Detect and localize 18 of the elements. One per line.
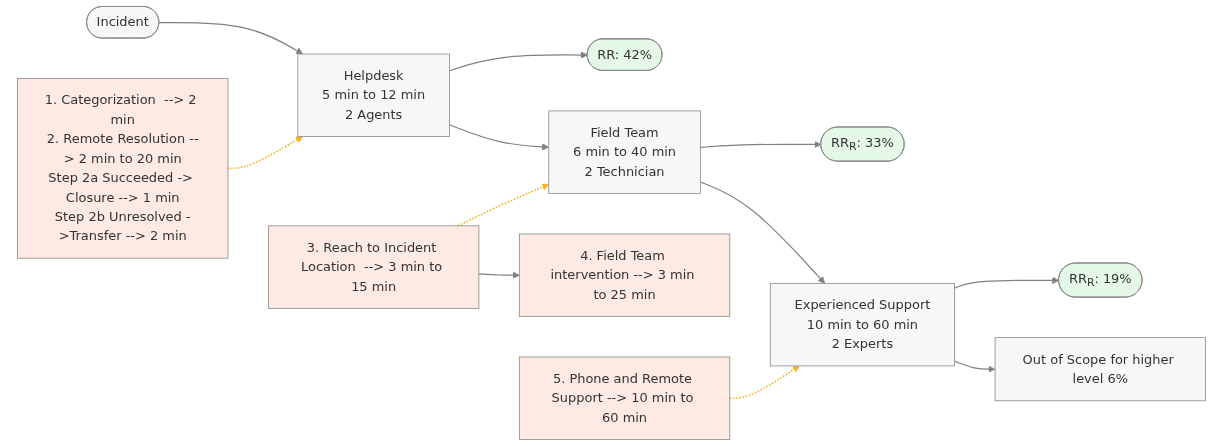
node-box: Experienced Support 10 min to 60 min 2 Experts bbox=[769, 282, 955, 367]
arrow bbox=[227, 136, 304, 170]
arrow bbox=[448, 124, 550, 151]
arrow bbox=[729, 365, 800, 400]
node-box: 3. Reach to Incident Location --> 3 min to 15 min bbox=[268, 225, 480, 309]
arrow bbox=[954, 360, 996, 373]
node-box: Out of Scope for higher level 6% bbox=[994, 337, 1206, 402]
node-box: 1. Categorization --> 2 min 2. Remote Resolution --> 2 min to 20 min Step 2a Succeeded -> Closure --> 1 min Step 2b Unresolved ->Transfer --> 2 min bbox=[17, 78, 229, 259]
arrow bbox=[699, 140, 822, 148]
node-box: Helpdesk 5 min to 12 min 2 Agents bbox=[297, 53, 450, 137]
arrow bbox=[448, 51, 588, 72]
node-box: 4. Field Team intervention --> 3 min to 25 min bbox=[518, 233, 731, 317]
node-box: 5. Phone and Remote Support --> 10 min to 60 min bbox=[518, 356, 731, 440]
arrow bbox=[158, 21, 304, 55]
arrow bbox=[478, 271, 520, 279]
node-box: Field Team 6 min to 40 min 2 Technician bbox=[548, 110, 701, 194]
arrow bbox=[699, 181, 826, 284]
arrow bbox=[954, 276, 1060, 289]
